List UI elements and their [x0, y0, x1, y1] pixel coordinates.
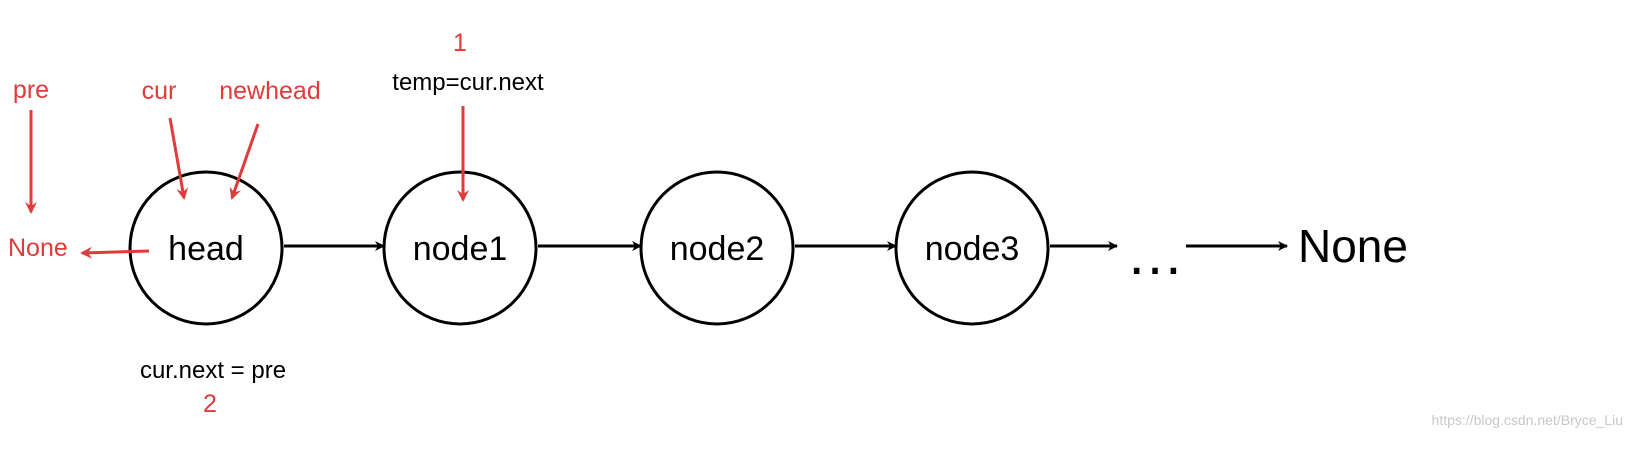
tail-none-label: None — [1298, 220, 1408, 272]
step-2-number: 2 — [203, 390, 217, 418]
pointer-cur-label: cur — [142, 77, 177, 105]
newhead-pointer-arrow — [229, 123, 260, 200]
reverse-link-arrow — [80, 246, 150, 259]
node-label: head — [168, 230, 244, 268]
pre-none-label: None — [8, 234, 68, 262]
ellipsis-label: … — [1126, 222, 1184, 287]
node-head: head — [128, 170, 284, 326]
step-1-number: 1 — [453, 29, 467, 57]
step-1-text: temp=cur.next — [392, 69, 544, 96]
cur-pointer-arrow — [168, 117, 189, 200]
step-2-text: cur.next = pre — [140, 357, 286, 384]
node-node1: node1 — [382, 170, 538, 326]
watermark-text: https://blog.csdn.net/Bryce_Liu — [1432, 412, 1623, 428]
node-node2: node2 — [639, 170, 795, 326]
node-label: node3 — [925, 230, 1020, 268]
pointer-pre-label: pre — [13, 76, 49, 104]
node-node3: node3 — [894, 170, 1050, 326]
pointer-newhead-label: newhead — [219, 77, 320, 105]
node-label: node2 — [670, 230, 765, 268]
node-circle — [128, 170, 284, 326]
node-label: node1 — [413, 230, 508, 268]
